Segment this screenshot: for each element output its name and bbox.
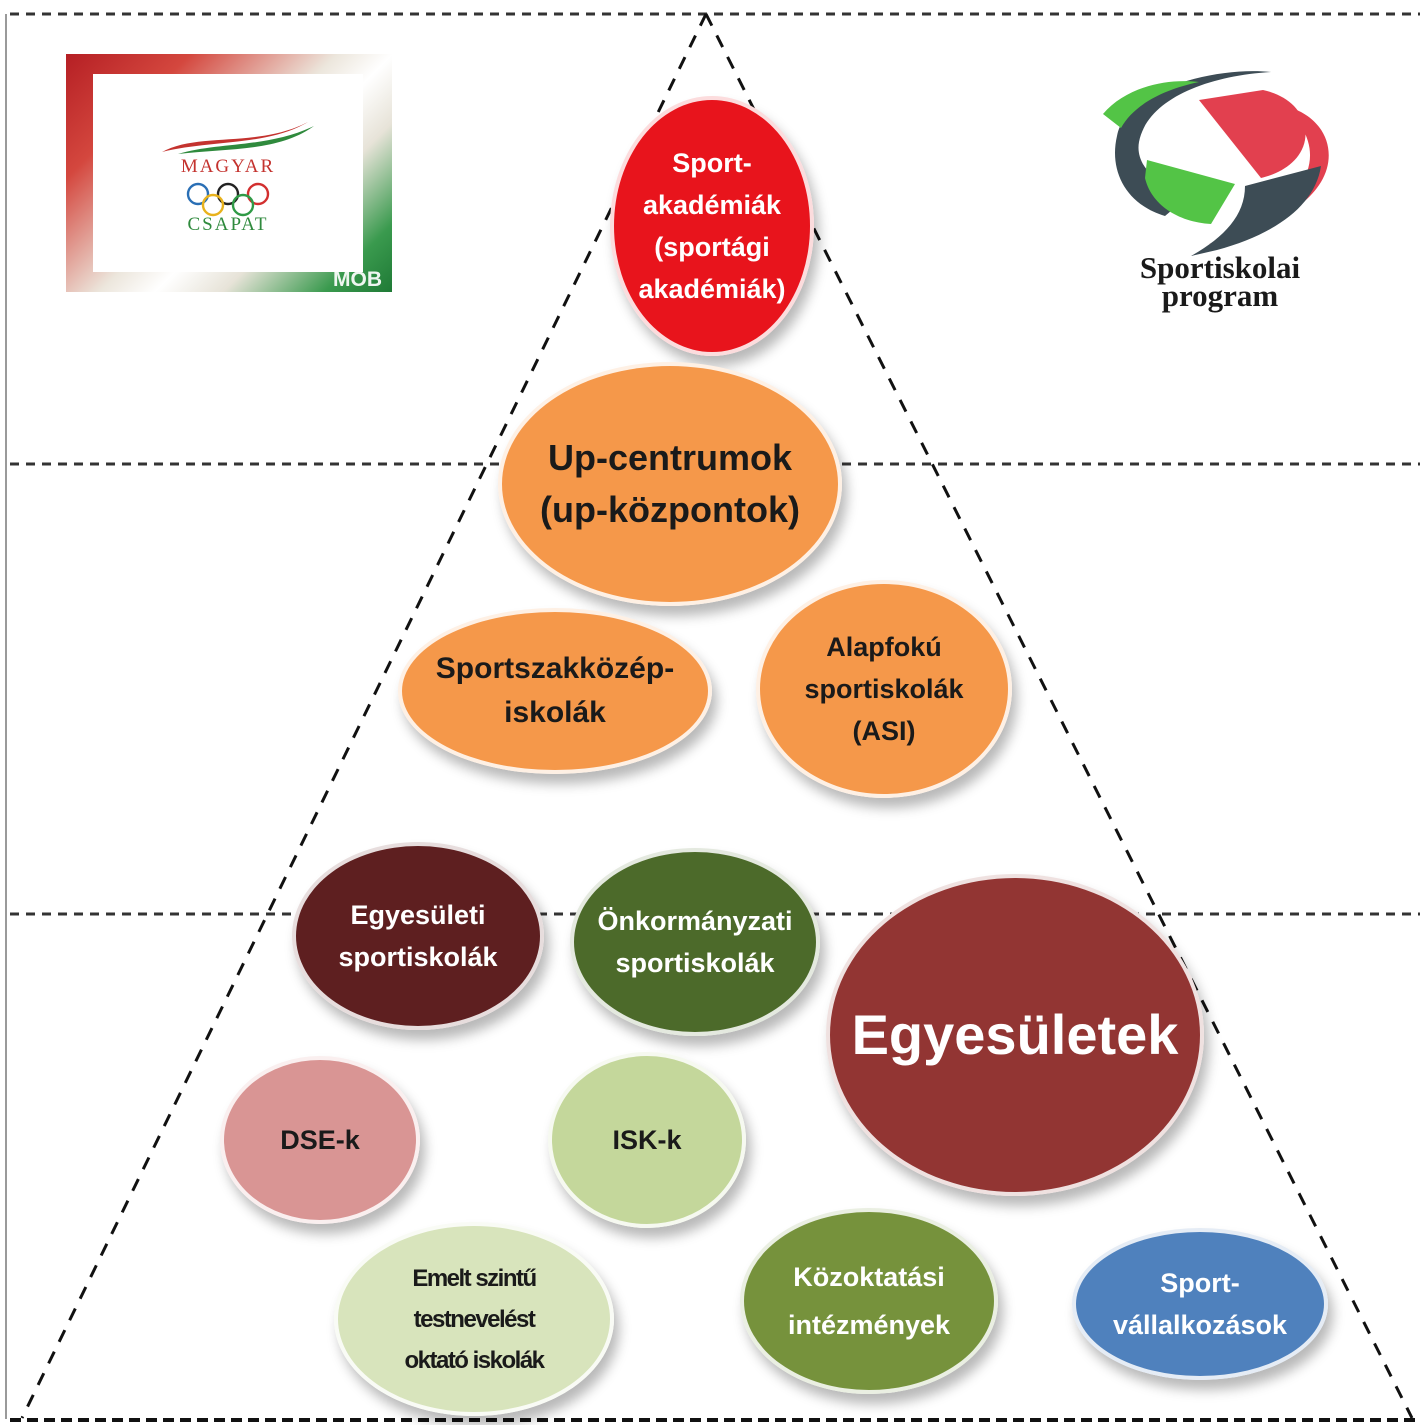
mob-logo-text-bottom: CSAPAT — [187, 214, 269, 235]
node-dse: DSE-k — [220, 1056, 420, 1224]
mob-logo-text-top: MAGYAR — [180, 156, 276, 177]
node-sportvallalkozasok: Sport- vállalkozások — [1072, 1228, 1328, 1380]
sportiskolai-title-line2: program — [1161, 278, 1279, 313]
node-onkormanyzati: Önkormányzati sportiskolák — [570, 848, 820, 1036]
node-sportszakkozep: Sportszakközép- iskolák — [398, 608, 712, 774]
sportiskolai-swirl-icon — [1103, 71, 1329, 256]
node-label: Sport- vállalkozások — [1112, 1268, 1288, 1340]
node-label: ISK-k — [612, 1125, 682, 1155]
node-label: Emelt szintű testnevelést oktató iskolák — [404, 1264, 545, 1374]
mob-logo-card: MAGYAR CSAPAT — [93, 74, 363, 272]
node-sport-akademiak: Sport- akadémiák (sportági akadémiák) — [610, 96, 814, 356]
node-up-centrumok: Up-centrumok (up-központok) — [498, 362, 842, 606]
node-label: Egyesületi sportiskolák — [338, 900, 498, 972]
sportiskolai-title-line1: Sportiskolai — [1139, 250, 1301, 285]
sportiskolai-program-title: Sportiskolai program — [1095, 250, 1345, 313]
olympic-rings-icon — [186, 182, 270, 217]
node-egyesuleti: Egyesületi sportiskolák — [292, 842, 544, 1030]
node-kozoktatasi: Közoktatási intézmények — [740, 1208, 998, 1394]
node-label: Sportszakközép- iskolák — [435, 652, 675, 729]
mob-logo: MAGYAR CSAPAT MOB — [66, 54, 392, 292]
node-label: Sport- akadémiák (sportági akadémiák) — [638, 148, 786, 304]
mob-logo-tag: MOB — [333, 268, 382, 291]
node-label: Közoktatási intézmények — [787, 1262, 951, 1340]
sportiskolai-program-logo: Sportiskolai program — [1095, 66, 1345, 326]
node-label: Egyesületek — [851, 1003, 1179, 1066]
node-emelt: Emelt szintű testnevelést oktató iskolák — [334, 1222, 614, 1416]
node-label: Up-centrumok (up-központok) — [540, 437, 800, 530]
mob-flag-wave — [162, 122, 314, 154]
node-label: Alapfokú sportiskolák (ASI) — [804, 632, 964, 746]
node-egyesuletek: Egyesületek — [826, 874, 1204, 1196]
node-isk: ISK-k — [548, 1052, 746, 1228]
pyramid-left-edge — [20, 13, 708, 1419]
node-label: Önkormányzati sportiskolák — [597, 906, 793, 978]
left-border — [5, 14, 7, 1419]
node-label: DSE-k — [280, 1125, 360, 1155]
node-alapfoku: Alapfokú sportiskolák (ASI) — [756, 580, 1012, 798]
